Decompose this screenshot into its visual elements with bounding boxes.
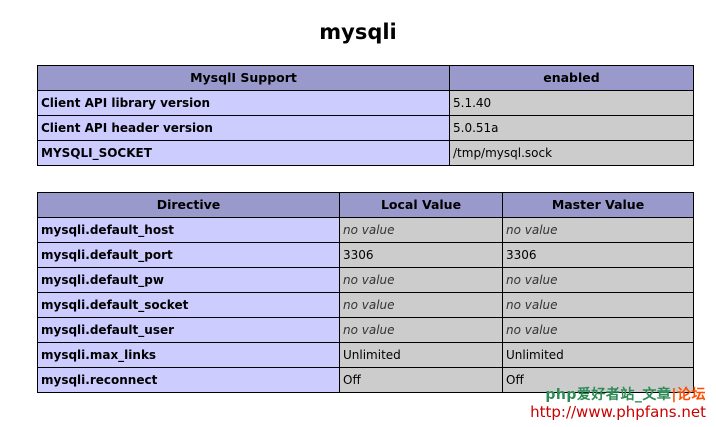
site-watermark: php爱好者站_文章|论坛 http://www.phpfans.net <box>530 387 706 421</box>
local-value: 3306 <box>339 242 503 268</box>
setting-value: 5.1.40 <box>449 90 694 116</box>
watermark-forum-text: |论坛 <box>671 387 706 403</box>
setting-name: Client API header version <box>37 115 450 141</box>
local-value: no value <box>339 217 503 243</box>
master-value: Off <box>502 367 694 393</box>
support-header-label: MysqlI Support <box>37 65 450 91</box>
master-value: 3306 <box>502 242 694 268</box>
table-row: mysqli.default_user no value no value <box>37 317 694 343</box>
mysqli-support-table: MysqlI Support enabled Client API librar… <box>37 65 694 166</box>
setting-name: Client API library version <box>37 90 450 116</box>
master-value: no value <box>502 317 694 343</box>
master-value: Unlimited <box>502 342 694 368</box>
header-directive: Directive <box>37 192 340 218</box>
table-row: MYSQLI_SOCKET /tmp/mysql.sock <box>37 140 694 166</box>
watermark-site-text: php爱好者站_文章 <box>545 387 672 403</box>
watermark-url: http://www.phpfans.net <box>530 403 706 421</box>
directive-name: mysqli.default_port <box>37 242 340 268</box>
directive-table: Directive Local Value Master Value mysql… <box>37 192 694 393</box>
directive-name: mysqli.default_pw <box>37 267 340 293</box>
directive-header-row: Directive Local Value Master Value <box>37 192 694 218</box>
setting-value: 5.0.51a <box>449 115 694 141</box>
table-row: mysqli.default_host no value no value <box>37 217 694 243</box>
table-row: mysqli.default_pw no value no value <box>37 267 694 293</box>
header-local-value: Local Value <box>339 192 503 218</box>
table-row: Client API header version 5.0.51a <box>37 115 694 141</box>
directive-name: mysqli.default_host <box>37 217 340 243</box>
table-row: mysqli.default_socket no value no value <box>37 292 694 318</box>
directive-name: mysqli.reconnect <box>37 367 340 393</box>
table-row: mysqli.default_port 3306 3306 <box>37 242 694 268</box>
master-value: no value <box>502 292 694 318</box>
header-master-value: Master Value <box>502 192 694 218</box>
local-value: no value <box>339 267 503 293</box>
local-value: no value <box>339 292 503 318</box>
directive-name: mysqli.default_socket <box>37 292 340 318</box>
setting-name: MYSQLI_SOCKET <box>37 140 450 166</box>
table-row: mysqli.max_links Unlimited Unlimited <box>37 342 694 368</box>
local-value: no value <box>339 317 503 343</box>
master-value: no value <box>502 217 694 243</box>
support-header-status: enabled <box>449 65 694 91</box>
page-title: mysqli <box>319 20 397 44</box>
table-row: Client API library version 5.1.40 <box>37 90 694 116</box>
master-value: no value <box>502 267 694 293</box>
directive-name: mysqli.max_links <box>37 342 340 368</box>
local-value: Unlimited <box>339 342 503 368</box>
watermark-site-name: php爱好者站_文章|论坛 <box>530 387 706 404</box>
table-row: mysqli.reconnect Off Off <box>37 367 694 393</box>
setting-value: /tmp/mysql.sock <box>449 140 694 166</box>
local-value: Off <box>339 367 503 393</box>
support-header-row: MysqlI Support enabled <box>37 65 694 91</box>
directive-name: mysqli.default_user <box>37 317 340 343</box>
